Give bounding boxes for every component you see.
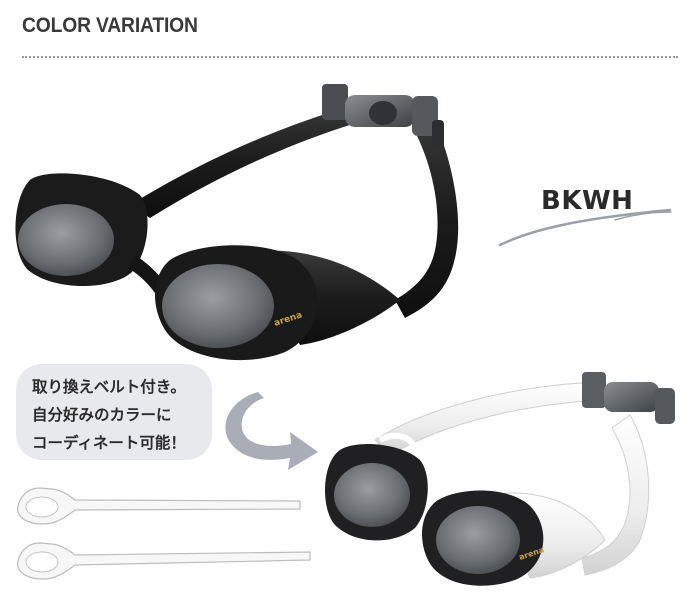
white-strap-right bbox=[581, 414, 650, 576]
black-right-lens bbox=[162, 264, 274, 348]
callout-line-3: コーディネート可能！ bbox=[32, 434, 186, 452]
black-strap-back bbox=[130, 102, 372, 218]
callout-bubble bbox=[16, 364, 212, 460]
black-strap-right bbox=[395, 112, 459, 318]
black-buckle bbox=[322, 84, 444, 148]
section-title: COLOR VARIATION bbox=[22, 14, 198, 37]
white-left-lens bbox=[334, 463, 410, 527]
white-right-lens bbox=[436, 506, 520, 574]
dotted-divider bbox=[22, 56, 678, 58]
color-code-label: BKWH bbox=[541, 186, 634, 216]
curved-arrow-icon bbox=[225, 392, 318, 470]
white-goggles: arena bbox=[324, 372, 675, 586]
white-buckle bbox=[582, 372, 675, 424]
black-left-lens bbox=[18, 204, 114, 276]
callout-line-2: 自分好みのカラーに bbox=[32, 406, 172, 424]
swoosh-decoration bbox=[498, 208, 672, 247]
spare-strap-1 bbox=[17, 487, 301, 525]
spare-strap-2 bbox=[17, 542, 311, 580]
black-goggles: arena bbox=[15, 84, 459, 361]
callout-line-1: 取り換えベルト付き。 bbox=[32, 378, 186, 396]
